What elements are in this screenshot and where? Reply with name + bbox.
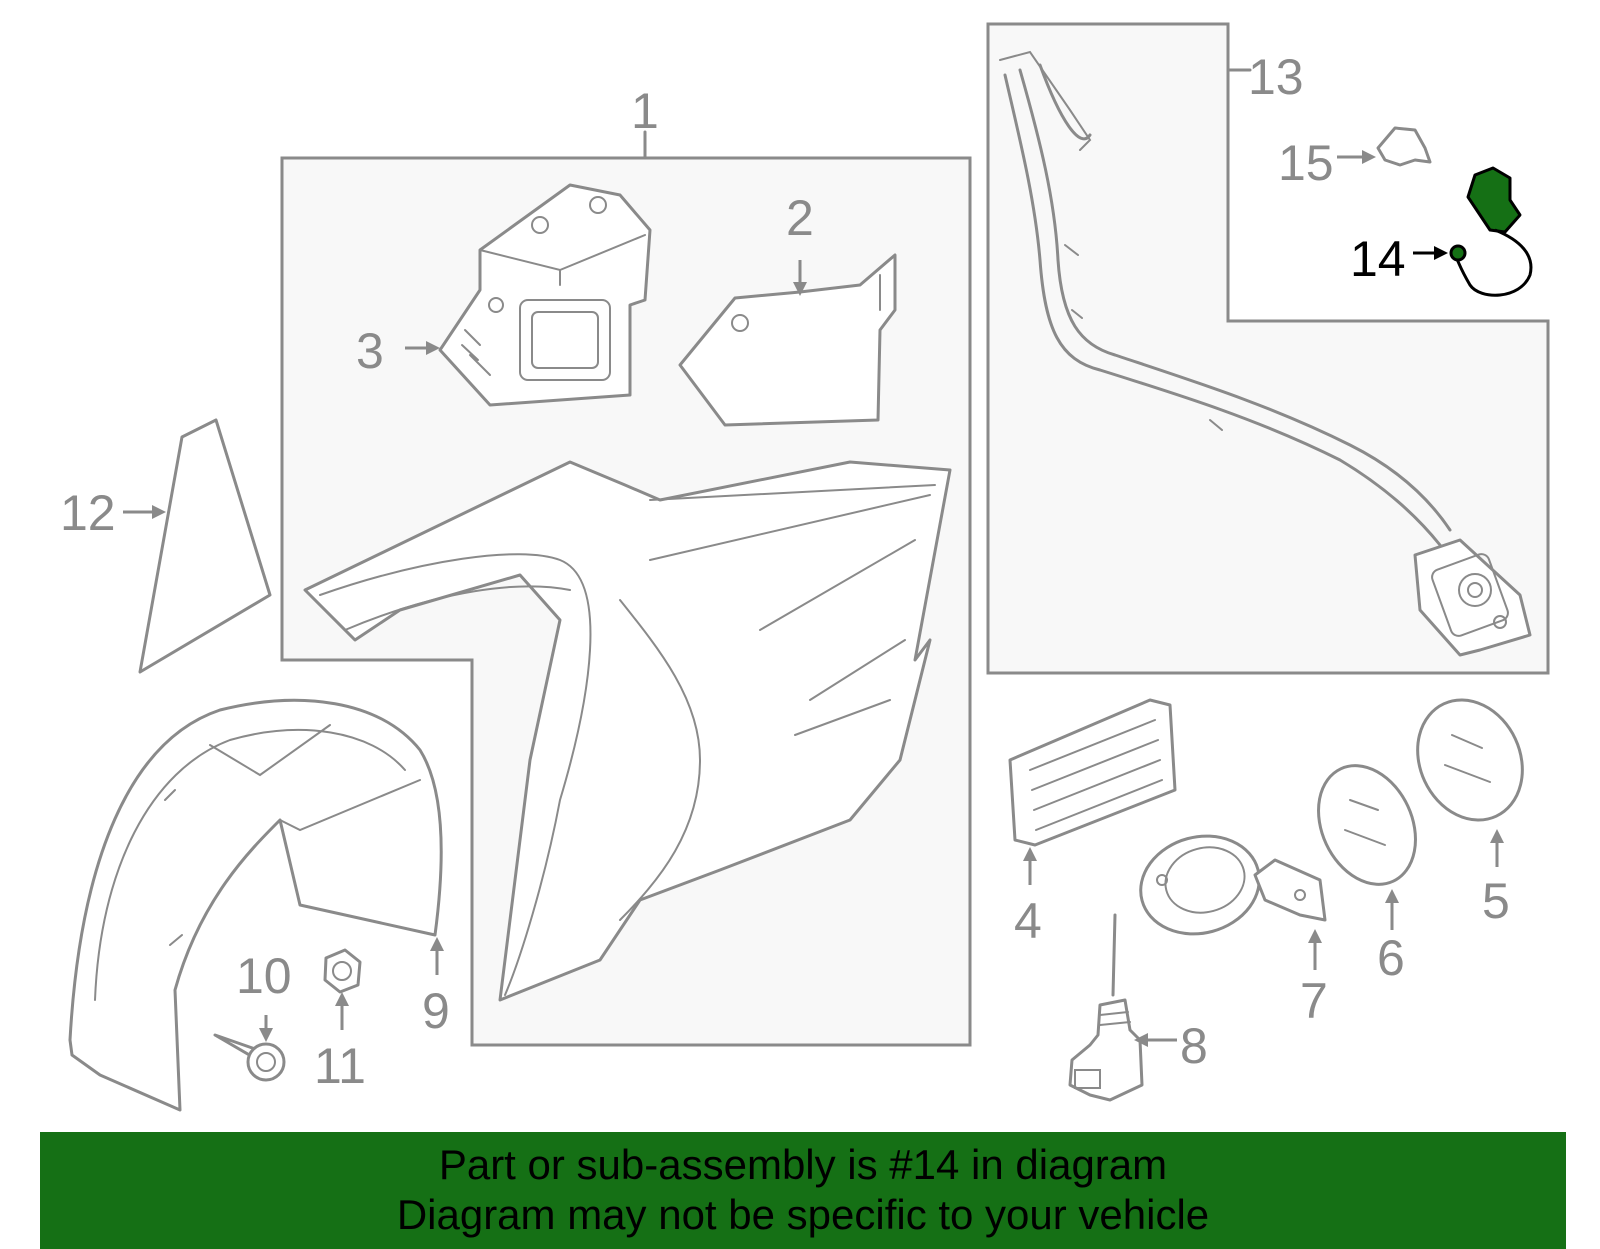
banner-line-1: Part or sub-assembly is #14 in diagram xyxy=(438,1141,1168,1188)
callout-13: 13 xyxy=(1248,49,1304,105)
part-15-clip xyxy=(1376,126,1432,167)
callout-4: 4 xyxy=(1014,893,1042,949)
callout-15: 15 xyxy=(1278,135,1334,191)
part-7-door-housing xyxy=(1139,834,1327,936)
callout-8: 8 xyxy=(1180,1018,1208,1074)
callout-2: 2 xyxy=(786,190,814,246)
callout-10: 10 xyxy=(236,948,292,1004)
callout-labels: 1 2 3 4 5 6 7 8 9 10 11 12 13 14 15 xyxy=(60,49,1510,1094)
part-14-highlighted xyxy=(1449,166,1533,297)
callout-5: 5 xyxy=(1482,873,1510,929)
part-6-fuel-door xyxy=(1317,764,1417,886)
callout-6: 6 xyxy=(1377,930,1405,986)
callout-14: 14 xyxy=(1350,231,1406,287)
part-8-actuator xyxy=(1068,913,1144,1102)
leader-arrows xyxy=(123,150,1504,1047)
part-12-glass xyxy=(138,418,272,674)
part-4-vent xyxy=(1008,698,1177,847)
callout-12: 12 xyxy=(60,485,116,541)
part-9-liner xyxy=(68,698,443,1112)
part-5-fuel-door xyxy=(1416,698,1524,822)
part-3-bracket xyxy=(438,183,652,407)
charging-port xyxy=(1413,538,1532,657)
part-13-charging-harness xyxy=(999,50,1532,657)
callout-7: 7 xyxy=(1300,973,1328,1029)
callout-9: 9 xyxy=(422,983,450,1039)
part-2-panel xyxy=(678,253,897,427)
part-11-nut xyxy=(323,948,362,994)
callout-3: 3 xyxy=(356,323,384,379)
part-1-quarter-panel xyxy=(303,460,952,1002)
banner-line-2: Diagram may not be specific to your vehi… xyxy=(396,1191,1210,1238)
callout-11: 11 xyxy=(314,1038,366,1094)
callout-1: 1 xyxy=(631,83,659,139)
part-10-pushpin xyxy=(213,1033,286,1082)
info-banner: Part or sub-assembly is #14 in diagram D… xyxy=(40,1132,1566,1249)
